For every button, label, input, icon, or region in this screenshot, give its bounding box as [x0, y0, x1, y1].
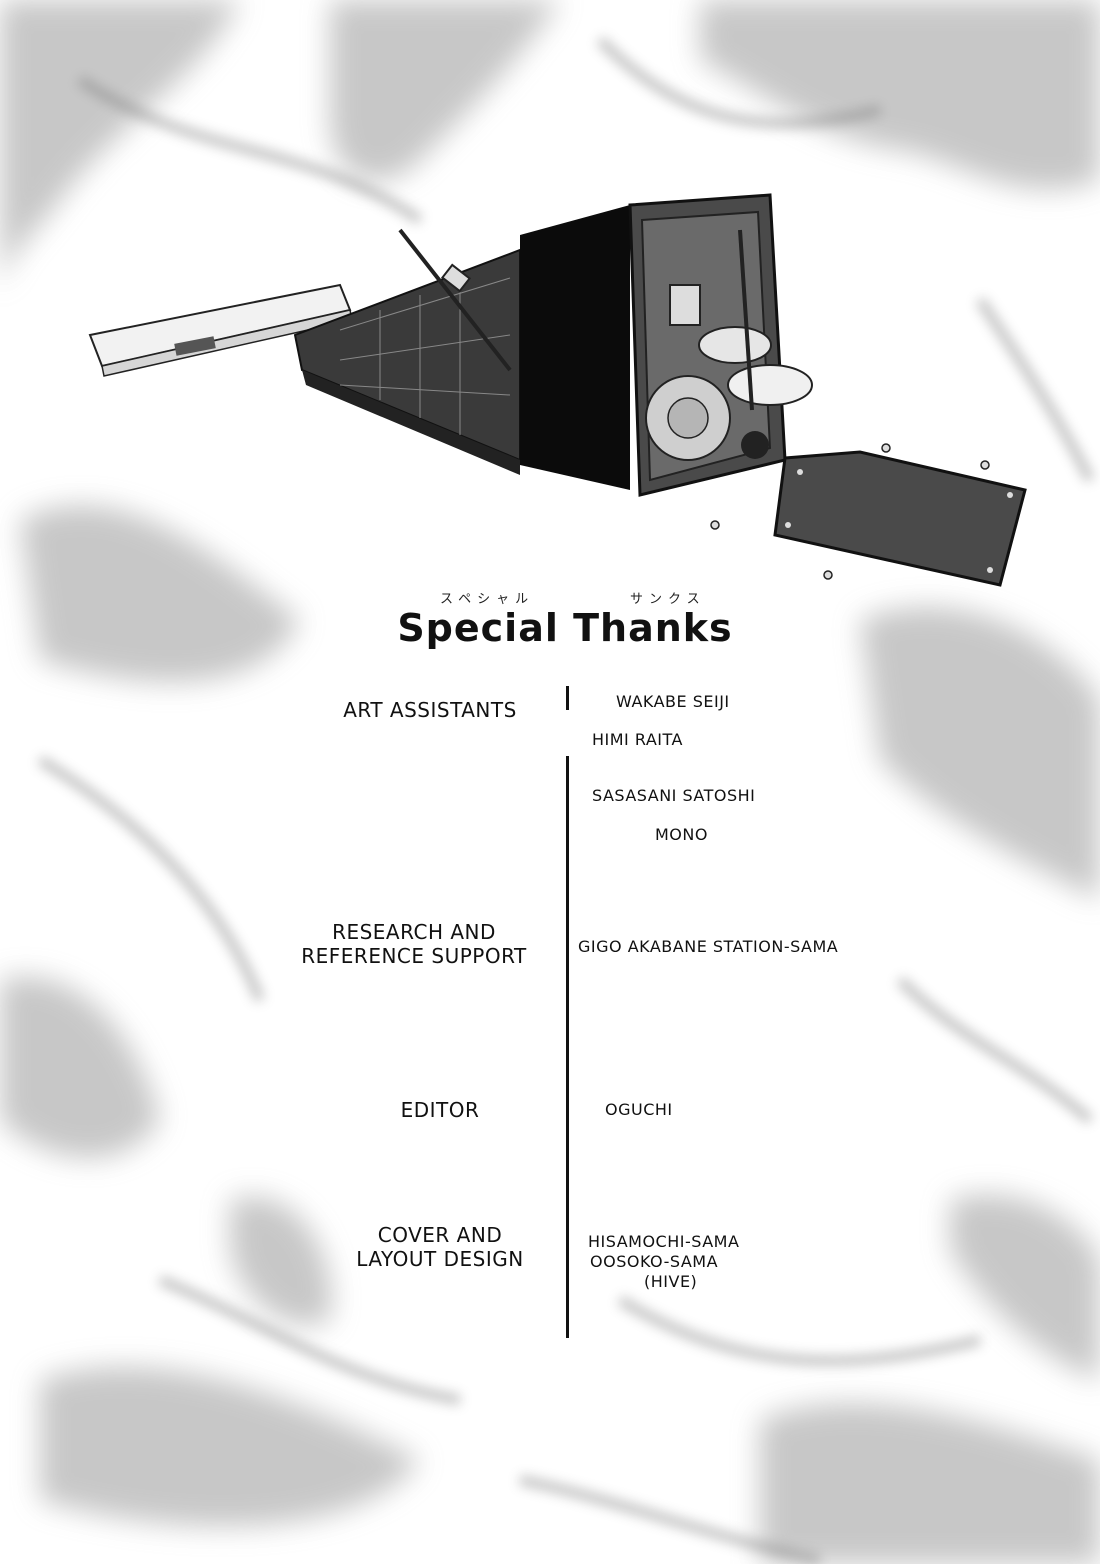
metronome-back-panel [773, 450, 1027, 587]
page-title: Special Thanks [397, 606, 733, 650]
credit-name-mono: MONO [655, 825, 708, 844]
metronome-lid [88, 283, 353, 377]
credit-label-cover-line1: COVER AND [377, 1223, 503, 1247]
credit-name-oguchi: OGUCHI [605, 1100, 673, 1119]
credit-label-cover-line2: LAYOUT DESIGN [356, 1247, 524, 1271]
credit-label-research-line2: REFERENCE SUPPORT [301, 944, 527, 968]
furigana-special: スペシャル [440, 592, 535, 607]
credit-label-editor: EDITOR [400, 1098, 480, 1122]
metronome-body [293, 193, 813, 497]
title-block: スペシャル サンクス Special Thanks [0, 588, 1100, 658]
credit-name-hisamochi: HISAMOCHI-SAMA [588, 1232, 740, 1251]
credit-name-oosoko: OOSOKO-SAMA [590, 1252, 719, 1271]
credit-name-sasasani: SASASANI SATOSHI [592, 786, 756, 805]
credit-label-research-line1: RESEARCH AND [332, 920, 496, 944]
furigana-thanks: サンクス [630, 592, 706, 607]
credits-divider-top [566, 686, 569, 710]
credit-name-hive: (HIVE) [644, 1272, 698, 1291]
credit-name-wakabe: WAKABE SEIJI [616, 692, 730, 711]
screws [710, 443, 990, 580]
credits-divider-main [566, 756, 569, 1338]
metronome-illustration [88, 193, 1027, 587]
credit-label-art-assistants: ART ASSISTANTS [343, 698, 517, 722]
credit-name-himi: HIMI RAITA [592, 730, 683, 749]
credit-name-gigo: GIGO AKABANE STATION-SAMA [578, 937, 839, 956]
